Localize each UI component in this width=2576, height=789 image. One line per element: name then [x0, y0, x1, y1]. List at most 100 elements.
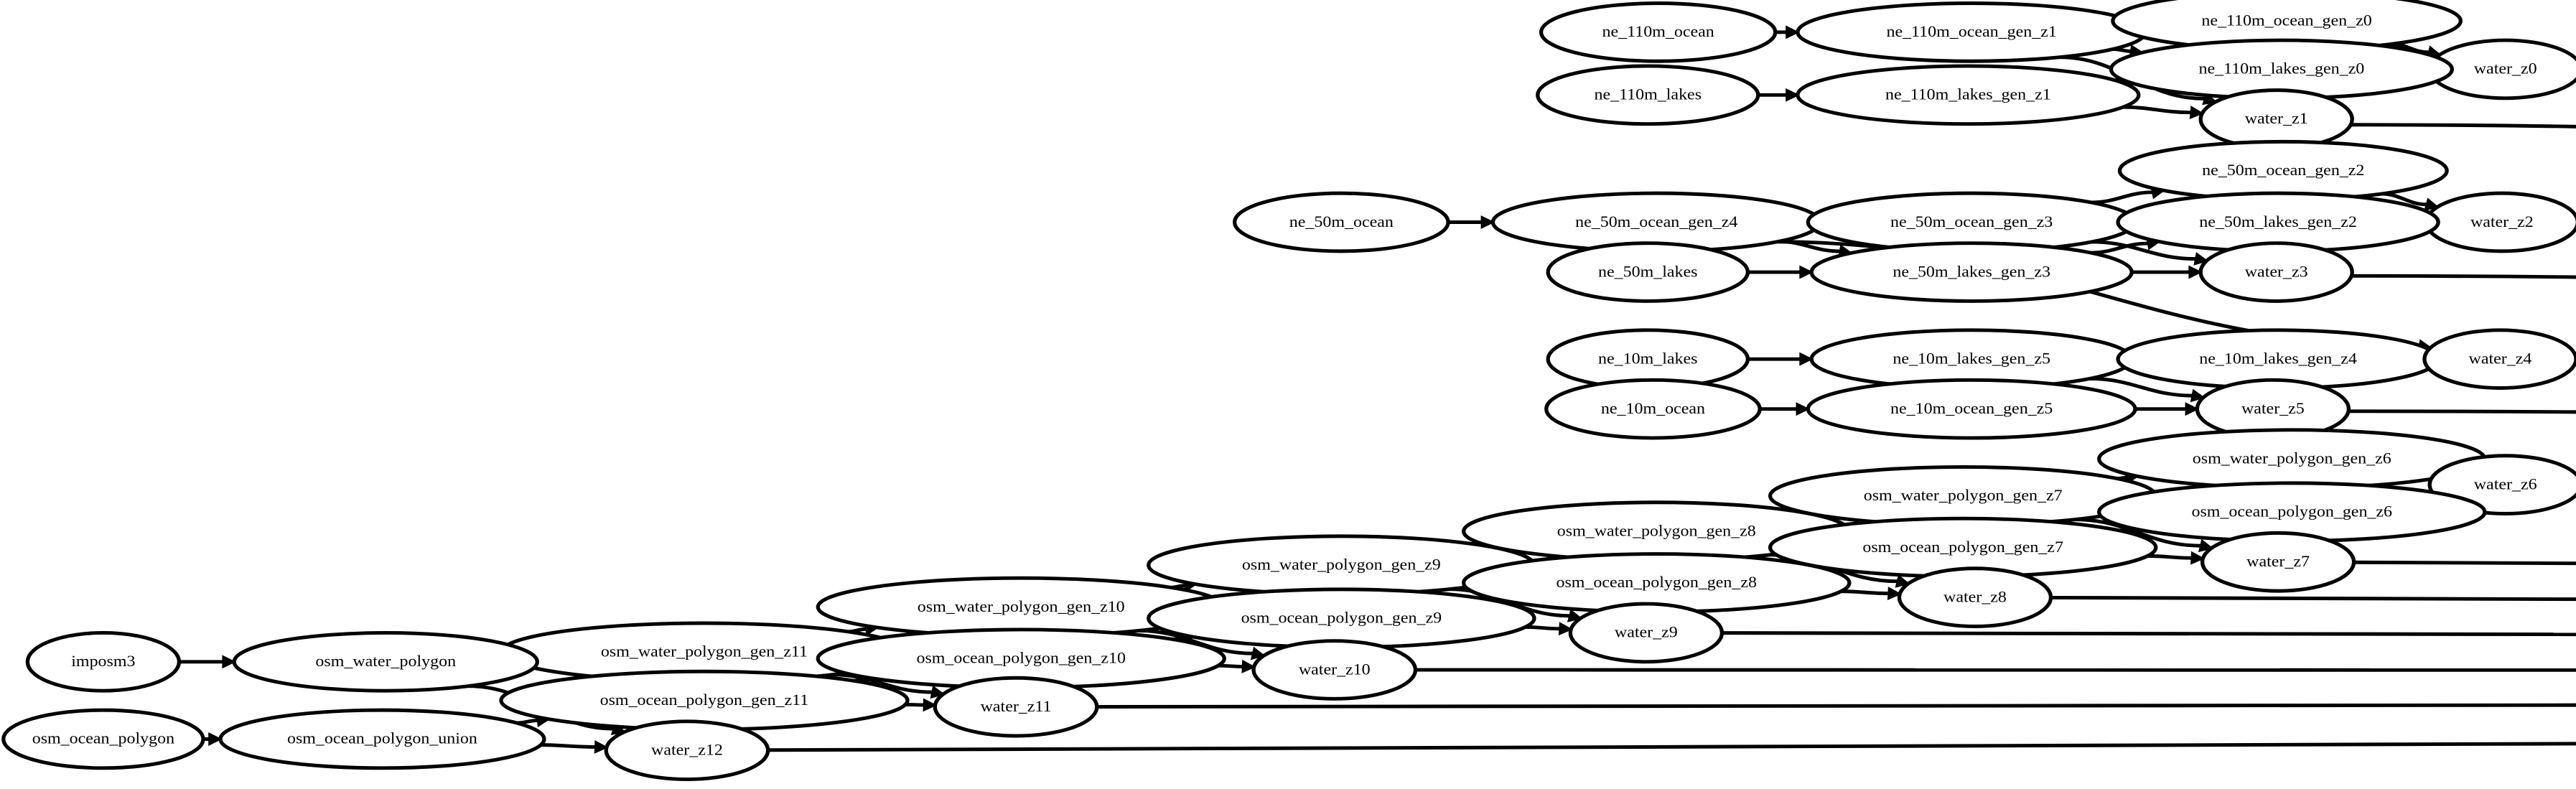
edge-arrowhead [2188, 265, 2203, 279]
graph-node-osm_ocean_polygon_gen_z9[interactable]: osm_ocean_polygon_gen_z9 [1147, 587, 1536, 650]
graph-node-water_z0[interactable]: water_z0 [2427, 38, 2576, 101]
edge-line [2091, 240, 2196, 261]
graph-node-water_z3[interactable]: water_z3 [2198, 241, 2354, 303]
graph-edge-ne_50m_lakes_gen_z3-to-water_z3 [2132, 265, 2203, 279]
graph-node-ne_10m_lakes_gen_z4[interactable]: ne_10m_lakes_gen_z4 [2116, 328, 2440, 390]
graph-node-osm_water_polygon_gen_z8[interactable]: osm_water_polygon_gen_z8 [1461, 500, 1852, 562]
node-label: osm_ocean_polygon_union [287, 729, 477, 747]
graph-node-osm_ocean_polygon_gen_z11[interactable]: osm_ocean_polygon_gen_z11 [499, 669, 910, 732]
node-shape [1539, 1, 1778, 63]
graph-node-ne_10m_ocean[interactable]: ne_10m_ocean [1544, 378, 1762, 440]
graph-node-osm_ocean_polygon_gen_z6[interactable]: osm_ocean_polygon_gen_z6 [2097, 481, 2487, 543]
graph-edge-ne_110m_ocean-to-ne_110m_ocean_gen_z1 [1775, 25, 1800, 39]
edge-line [2091, 190, 2153, 205]
node-label: ne_10m_ocean [1601, 400, 1705, 418]
graph-node-water_z12[interactable]: water_z12 [604, 719, 770, 782]
graph-node-water_z11[interactable]: water_z11 [933, 676, 1099, 738]
node-label: water_z7 [2246, 553, 2310, 571]
graph-node-osm_water_polygon_gen_z6[interactable]: osm_water_polygon_gen_z6 [2097, 428, 2487, 490]
node-label: osm_ocean_polygon_gen_z6 [2191, 503, 2392, 520]
edge-arrowhead [1786, 88, 1800, 102]
graph-node-osm_ocean_polygon_gen_z8[interactable]: osm_ocean_polygon_gen_z8 [1461, 552, 1852, 614]
graph-edge-water_z9-to-layer_water-z9 [1722, 631, 2576, 635]
graph-node-ne_10m_lakes[interactable]: ne_10m_lakes [1546, 328, 1750, 390]
graph-node-ne_110m_ocean_gen_z1[interactable]: ne_110m_ocean_gen_z1 [1796, 1, 2148, 63]
node-label: ne_50m_lakes_gen_z2 [2199, 213, 2357, 230]
node-label: osm_water_polygon_gen_z6 [2193, 449, 2391, 467]
graph-edge-water_z11-to-layer_water-z11 [1096, 704, 2576, 709]
edge-line [1841, 589, 1889, 596]
node-shape [1544, 378, 1762, 440]
node-label: ne_50m_ocean_gen_z3 [1890, 213, 2053, 230]
node-label: ne_110m_lakes_gen_z0 [2199, 60, 2365, 78]
graph-node-water_z4[interactable]: water_z4 [2422, 328, 2576, 390]
edge-line [1415, 668, 2576, 672]
graph-node-ne_110m_ocean[interactable]: ne_110m_ocean [1539, 1, 1778, 63]
node-label: ne_10m_lakes_gen_z4 [2199, 350, 2357, 368]
edge-line [2089, 376, 2193, 398]
node-label: osm_water_polygon_gen_z11 [601, 643, 808, 660]
edge-line [541, 743, 596, 749]
graph-node-ne_10m_ocean_gen_z5[interactable]: ne_10m_ocean_gen_z5 [1806, 378, 2137, 440]
graph-node-osm_water_polygon_gen_z7[interactable]: osm_water_polygon_gen_z7 [1768, 464, 2158, 527]
graph-node-osm_ocean_polygon[interactable]: osm_ocean_polygon [1, 708, 205, 770]
edge-arrowhead [2189, 106, 2204, 119]
node-label: osm_water_polygon_gen_z7 [1864, 487, 2063, 505]
graph-edge-osm_ocean_polygon_gen_z7-to-water_z7 [2147, 551, 2205, 565]
graph-node-osm_ocean_polygon_gen_z10[interactable]: osm_ocean_polygon_gen_z10 [816, 627, 1226, 690]
graph-node-ne_50m_lakes_gen_z2[interactable]: ne_50m_lakes_gen_z2 [2116, 191, 2440, 253]
node-label: water_z5 [2241, 400, 2305, 418]
node-label: water_z1 [2245, 110, 2308, 128]
node-label: osm_ocean_polygon_gen_z7 [1862, 538, 2063, 556]
node-shape [2200, 531, 2356, 593]
edge-arrowhead [1887, 587, 1902, 601]
edge-arrowhead [2185, 402, 2199, 416]
graph-node-ne_50m_lakes_gen_z3[interactable]: ne_50m_lakes_gen_z3 [1809, 241, 2134, 303]
node-label: water_z2 [2470, 213, 2534, 230]
graph-node-water_z2[interactable]: water_z2 [2424, 191, 2576, 253]
node-label: imposm3 [71, 653, 135, 671]
node-label: osm_ocean_polygon_gen_z10 [916, 649, 1126, 667]
edge-arrowhead [222, 655, 236, 669]
node-label: ne_10m_lakes [1598, 350, 1697, 368]
graph-node-water_z1[interactable]: water_z1 [2198, 88, 2354, 150]
graph-node-water_z7[interactable]: water_z7 [2200, 531, 2356, 593]
node-label: ne_50m_lakes_gen_z3 [1893, 263, 2050, 281]
graph-edge-water_z10-to-layer_water-z10 [1415, 668, 2576, 672]
graph-node-ne_50m_ocean[interactable]: ne_50m_ocean [1233, 191, 1450, 253]
edge-arrowhead [1799, 352, 1814, 366]
graph-node-ne_50m_ocean_gen_z3[interactable]: ne_50m_ocean_gen_z3 [1806, 191, 2137, 253]
node-shape [1, 708, 205, 770]
node-shape [604, 719, 770, 782]
node-label: ne_50m_ocean_gen_z4 [1575, 213, 1738, 230]
edge-line [2050, 595, 2576, 600]
node-label: ne_50m_ocean [1289, 213, 1394, 230]
node-label: ne_110m_ocean_gen_z0 [2201, 11, 2371, 29]
graph-node-ne_110m_lakes[interactable]: ne_110m_lakes [1536, 64, 1760, 126]
node-label: osm_ocean_polygon_gen_z8 [1556, 574, 1757, 592]
node-label: water_z11 [981, 698, 1052, 716]
graph-node-ne_110m_lakes_gen_z1[interactable]: ne_110m_lakes_gen_z1 [1796, 64, 2141, 126]
graph-node-water_z10[interactable]: water_z10 [1251, 639, 1418, 701]
graph-node-osm_water_polygon[interactable]: osm_water_polygon [232, 630, 539, 693]
graph-node-ne_50m_lakes[interactable]: ne_50m_lakes [1546, 241, 1750, 303]
node-label: ne_10m_ocean_gen_z5 [1890, 400, 2053, 418]
node-label: osm_ocean_polygon_gen_z11 [600, 691, 809, 709]
graph-node-osm_ocean_polygon_union[interactable]: osm_ocean_polygon_union [218, 708, 546, 770]
node-label: water_z6 [2474, 475, 2537, 493]
edge-line [832, 673, 933, 694]
graph-node-osm_water_polygon_gen_z10[interactable]: osm_water_polygon_gen_z10 [816, 576, 1226, 638]
graph-node-imposm3[interactable]: imposm3 [25, 630, 182, 693]
graph-node-ne_50m_ocean_gen_z2[interactable]: ne_50m_ocean_gen_z2 [2117, 139, 2449, 202]
edge-line [2353, 560, 2576, 564]
node-label: ne_110m_ocean_gen_z1 [1886, 23, 2056, 41]
node-label: osm_water_polygon [315, 653, 456, 671]
node-shape [1251, 639, 1418, 701]
graph-edge-water_z7-to-layer_water-z7 [2353, 560, 2576, 564]
edge-arrowhead [1799, 265, 1814, 279]
node-shape [2198, 241, 2354, 303]
graph-node-water_z8[interactable]: water_z8 [1897, 566, 2053, 628]
graph-node-water_z9[interactable]: water_z9 [1568, 602, 1725, 664]
edge-arrowhead [594, 739, 609, 754]
